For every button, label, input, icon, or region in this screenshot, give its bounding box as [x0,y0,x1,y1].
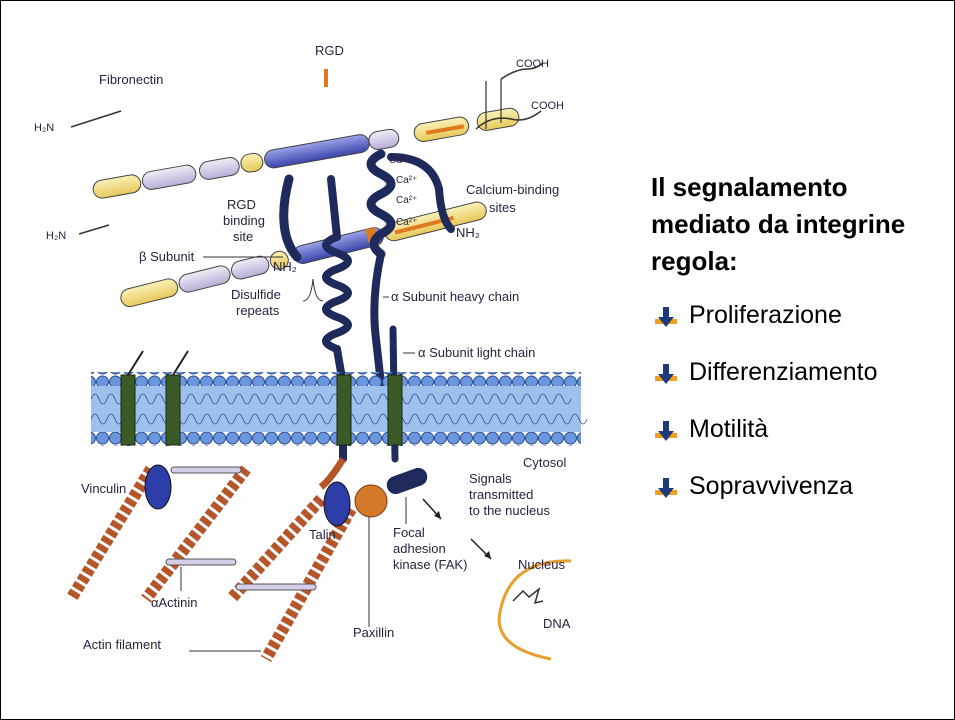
label-beta-subunit: β Subunit [139,249,195,264]
label-signals-1: Signals [469,471,512,486]
label-rgd-binding-1: RGD [227,197,256,212]
bullet-list: Proliferazione Differenziamento Motilità… [655,301,878,529]
label-alpha-heavy: α Subunit heavy chain [391,289,519,304]
label-ca-2: Ca²⁺ [396,175,417,186]
label-talin: Talin [309,527,336,542]
label-sites: sites [489,200,516,215]
figure-labels: RGD Fibronectin COOH COOH H₂N H₂N Ca²⁺ C… [34,43,571,652]
label-focal-1: Focal [393,525,425,540]
label-nucleus: Nucleus [518,557,565,572]
arrow-down-bullet-icon [655,476,677,502]
label-signals-2: transmitted [469,487,533,502]
slide-title: Il segnalamento mediato da integrine reg… [651,169,951,280]
bullet-label: Proliferazione [689,301,842,330]
label-calcium-binding: Calcium-binding [466,182,559,197]
bullet-item: Motilità [655,415,878,472]
arrow-down-bullet-icon [655,419,677,445]
bullet-item: Differenziamento [655,358,878,415]
fibronectin-lower [79,111,541,308]
bullet-label: Differenziamento [689,358,878,387]
integrin-signaling-diagram: RGD Fibronectin COOH COOH H₂N H₂N Ca²⁺ C… [31,39,603,679]
label-rgd-binding-3: site [233,229,253,244]
label-repeats: repeats [236,303,280,318]
bullet-label: Sopravvivenza [689,472,853,501]
label-rgd: RGD [315,43,344,58]
label-alpha-light: α Subunit light chain [418,345,535,360]
label-ca-4: Ca²⁺ [396,217,417,228]
label-vinculin: Vinculin [81,481,126,496]
label-nh2-alpha: NH₂ [456,225,480,240]
label-fibronectin: Fibronectin [99,72,163,87]
label-focal-3: kinase (FAK) [393,557,467,572]
bullet-item: Proliferazione [655,301,878,358]
label-signals-3: to the nucleus [469,503,550,518]
label-rgd-binding-2: binding [223,213,265,228]
bullet-item: Sopravvivenza [655,472,878,529]
label-actin-filament: Actin filament [83,637,161,652]
label-alpha-actinin: αActinin [151,595,198,610]
label-focal-2: adhesion [393,541,446,556]
arrow-down-bullet-icon [655,362,677,388]
label-paxillin: Paxillin [353,625,394,640]
bullet-label: Motilità [689,415,768,444]
label-nh2-beta: NH₂ [273,259,297,274]
label-cooh-1: COOH [516,58,549,70]
label-h2n-1: H₂N [34,122,54,134]
label-disulfide: Disulfide [231,287,281,302]
label-dna: DNA [543,616,571,631]
label-cooh-2: COOH [531,100,564,112]
arrow-down-bullet-icon [655,305,677,331]
label-h2n-2: H₂N [46,230,66,242]
label-ca-1: Ca²⁺ [389,155,410,166]
label-ca-3: Ca²⁺ [396,195,417,206]
label-cytosol: Cytosol [523,455,566,470]
